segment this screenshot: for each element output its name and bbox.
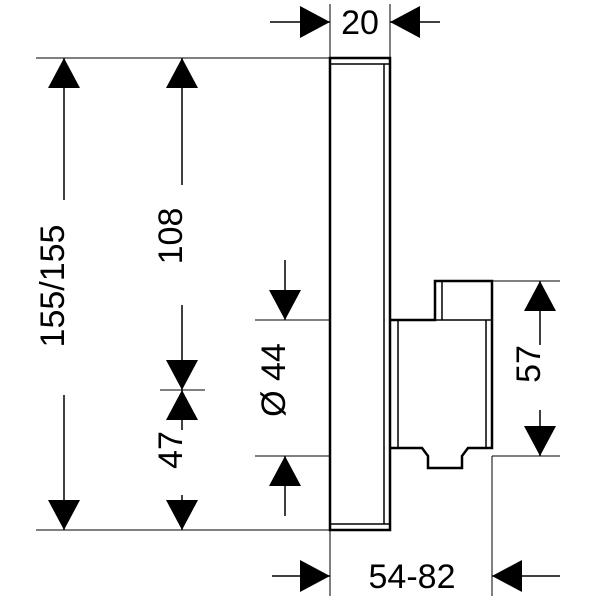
object-outline xyxy=(328,56,494,532)
label-top-width: 20 xyxy=(341,4,379,42)
dim-total-height: 155/155 xyxy=(34,58,80,530)
dim-depth-range: 54-82 xyxy=(272,558,560,596)
dim-top-width: 20 xyxy=(270,4,440,42)
label-diameter: Ø 44 xyxy=(255,343,293,417)
body-module xyxy=(390,279,494,470)
cover-plate xyxy=(328,56,392,532)
dim-upper-height: 108 xyxy=(152,58,198,390)
extension-lines xyxy=(36,4,560,596)
label-lower-height: 47 xyxy=(152,431,190,469)
dim-lower-height: 47 xyxy=(152,390,198,530)
dim-diameter: Ø 44 xyxy=(255,260,301,516)
label-total-height: 155/155 xyxy=(34,225,72,348)
dim-module-height: 57 xyxy=(510,281,556,456)
label-module-height: 57 xyxy=(510,345,548,383)
label-depth-range: 54-82 xyxy=(369,558,456,596)
label-upper-height: 108 xyxy=(152,208,190,265)
